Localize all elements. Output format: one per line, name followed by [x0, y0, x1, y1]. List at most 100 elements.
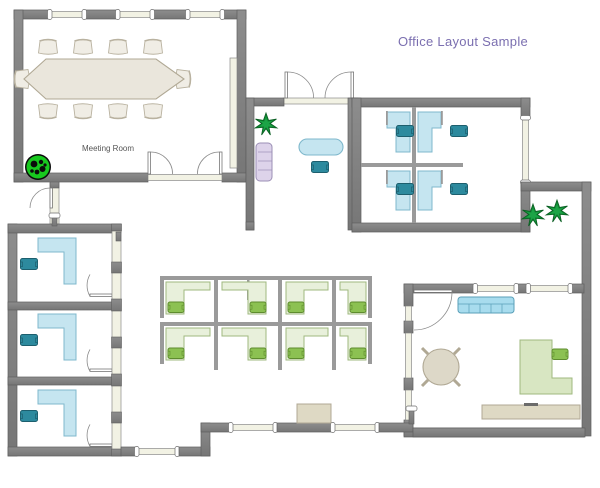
chair[interactable] [142, 102, 164, 120]
room-cubicle-area[interactable] [160, 276, 372, 370]
open-office-top-wall [351, 97, 531, 108]
conference-table-group[interactable] [13, 38, 192, 120]
exterior-walls-bottom [120, 403, 586, 457]
window [228, 422, 278, 433]
meeting-room-exit-door[interactable] [29, 181, 60, 225]
cubicle[interactable] [285, 327, 329, 361]
chair[interactable] [20, 410, 38, 422]
chair[interactable] [142, 38, 164, 56]
lobby-corner [245, 221, 255, 231]
chair[interactable] [72, 102, 94, 120]
cubicle[interactable] [339, 327, 367, 361]
meeting-room-right-wall [236, 9, 247, 183]
lobby-left-wall [245, 97, 255, 231]
wall-stub [115, 231, 122, 242]
window [405, 305, 412, 421]
chair[interactable] [249, 301, 267, 313]
round-table-group[interactable] [420, 346, 462, 388]
lounge-left-wall-mid [403, 320, 414, 334]
meeting-room-left-wall [13, 9, 24, 183]
cubicle[interactable] [165, 281, 211, 315]
round-table[interactable] [422, 348, 460, 386]
chair[interactable] [450, 125, 468, 137]
desk[interactable] [37, 389, 77, 437]
chair[interactable] [20, 258, 38, 270]
lounge-left-wall-top [403, 283, 414, 307]
cubicle[interactable] [221, 327, 267, 361]
plant-icon [25, 154, 51, 180]
open-office-left-wall [351, 97, 362, 233]
office-divider-2 [7, 376, 113, 386]
chair[interactable] [107, 38, 129, 56]
chair[interactable] [167, 347, 185, 359]
offices-left-wall [7, 223, 18, 457]
lounge-left-wall-low [403, 377, 414, 391]
exterior-wall-right [581, 181, 592, 437]
cubicle[interactable] [339, 281, 367, 315]
partition [368, 322, 372, 364]
chair[interactable] [450, 183, 468, 195]
room-open-office[interactable] [351, 97, 531, 233]
chair[interactable] [349, 301, 367, 313]
chair[interactable] [396, 183, 414, 195]
cubicle[interactable] [165, 327, 211, 361]
room-private-office-1[interactable] [20, 237, 113, 297]
chair[interactable] [37, 38, 59, 56]
private-offices-block[interactable] [7, 223, 122, 457]
window [134, 446, 180, 457]
partition [441, 111, 443, 125]
conference-table[interactable] [23, 58, 185, 100]
chair[interactable] [349, 347, 367, 359]
chair[interactable] [37, 102, 59, 120]
desk[interactable] [37, 313, 77, 361]
workstation-group[interactable] [386, 111, 468, 211]
counter[interactable] [481, 404, 581, 420]
corridor-vertical [111, 223, 122, 457]
chair[interactable] [107, 102, 129, 120]
page-title: Office Layout Sample [398, 34, 528, 49]
office-divider-1 [7, 301, 113, 311]
reception-desk[interactable] [298, 138, 344, 156]
open-office-right-wall-top [520, 97, 531, 119]
window [229, 57, 238, 169]
cubicle[interactable] [221, 281, 267, 315]
exterior-wall-right-top [520, 181, 592, 192]
cabinet[interactable] [296, 403, 332, 424]
desk[interactable] [519, 339, 573, 395]
chair[interactable] [396, 125, 414, 137]
door-threshold [147, 174, 223, 181]
chair[interactable] [20, 334, 38, 346]
partition [386, 170, 388, 184]
chair[interactable] [420, 346, 462, 388]
chair[interactable] [249, 347, 267, 359]
chair[interactable] [287, 301, 305, 313]
partition [160, 322, 372, 326]
partition [278, 276, 282, 370]
lobby-sofa[interactable] [255, 142, 273, 182]
chair[interactable] [287, 347, 305, 359]
window [472, 283, 573, 294]
chair[interactable] [311, 161, 329, 173]
partition [361, 163, 463, 167]
chair[interactable] [551, 348, 569, 360]
partition [332, 276, 336, 370]
partition [160, 276, 164, 318]
room-meeting-room[interactable]: Meeting Room [13, 9, 247, 183]
cubicle[interactable] [285, 281, 329, 315]
lounge-door[interactable] [413, 289, 453, 331]
offices-top-wall [7, 223, 122, 234]
window [49, 11, 223, 18]
partition [368, 276, 372, 318]
meeting-room-top-wall [13, 9, 247, 20]
chair[interactable] [72, 38, 94, 56]
chair[interactable] [167, 301, 185, 313]
partition [214, 276, 218, 370]
meeting-room-double-door[interactable] [147, 151, 223, 175]
partition [386, 111, 388, 125]
meeting-room-bottom-wall-right [221, 172, 247, 183]
lounge-sofa[interactable] [457, 296, 515, 314]
desk[interactable] [37, 237, 77, 285]
partition [160, 276, 372, 280]
wall-cap [48, 212, 61, 219]
